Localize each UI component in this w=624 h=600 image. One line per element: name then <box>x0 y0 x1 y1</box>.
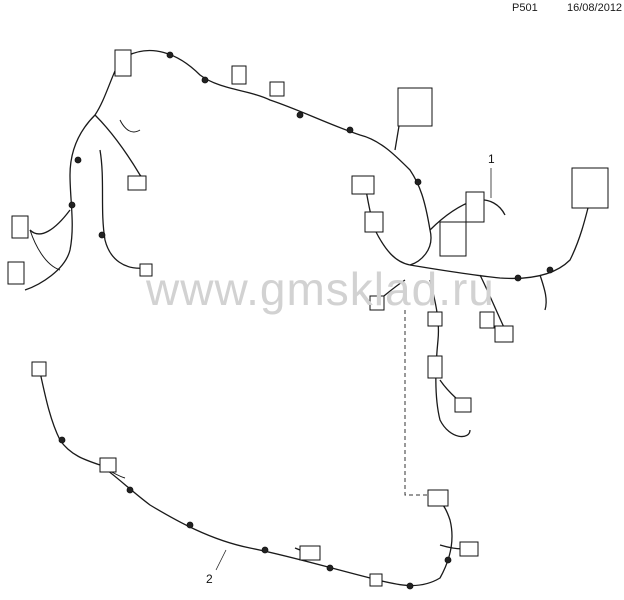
connector <box>369 295 385 311</box>
connector <box>299 545 321 561</box>
fuse-block <box>397 87 433 127</box>
connector <box>127 175 147 191</box>
connector <box>351 175 375 195</box>
connector <box>465 191 485 223</box>
connector <box>11 215 29 239</box>
callout-2-label: 2 <box>206 572 213 586</box>
routing-guide-line <box>404 310 430 496</box>
connector <box>459 541 479 557</box>
callout-2-leader <box>215 549 227 571</box>
callout-1-label: 1 <box>488 152 495 166</box>
ecm-connector <box>571 167 609 209</box>
watermark: www.gmsklad.ru <box>146 263 495 315</box>
connector <box>427 355 443 379</box>
connector <box>114 49 132 77</box>
connector <box>139 263 153 277</box>
connector <box>364 211 384 233</box>
connector <box>7 261 25 285</box>
connector <box>454 397 472 413</box>
harness-2 <box>31 361 479 590</box>
connector <box>99 457 117 473</box>
connector <box>494 325 514 343</box>
connector <box>369 573 383 587</box>
harness-1 <box>7 49 609 438</box>
connector <box>31 361 47 377</box>
connector <box>427 489 449 507</box>
connector <box>479 311 495 329</box>
connector <box>427 311 443 327</box>
connector <box>439 221 467 257</box>
connector <box>269 81 285 97</box>
connector <box>231 65 247 85</box>
diagram-date: 16/08/2012 <box>567 2 623 14</box>
diagram-code: P501 <box>512 2 538 14</box>
